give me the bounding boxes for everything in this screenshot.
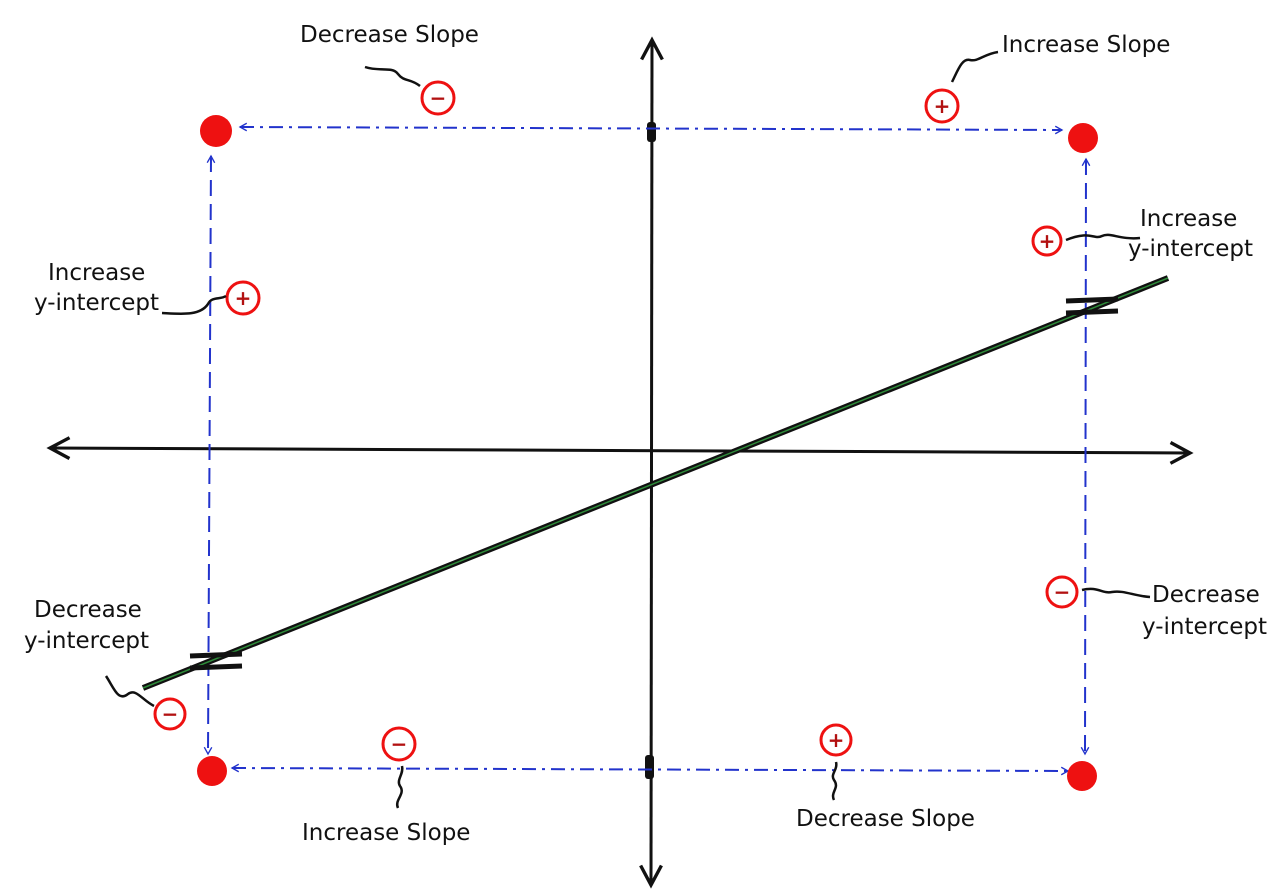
right-decrease-intercept-button[interactable]: −: [1045, 575, 1079, 609]
left-decrease-intercept-button[interactable]: −: [153, 697, 187, 731]
bottom-right-slope-label: Decrease Slope: [796, 806, 975, 832]
right-intercept-handle[interactable]: [1065, 296, 1119, 316]
top-left-decrease-slope-button[interactable]: −: [420, 80, 456, 116]
left-increase-intercept-button[interactable]: +: [225, 280, 261, 316]
top-guide: [238, 122, 1064, 135]
pointer-squiggle: [831, 761, 838, 801]
pointer-squiggle: [1081, 587, 1151, 599]
bottom-right-handle[interactable]: [1067, 761, 1097, 791]
sign-label: +: [934, 94, 951, 118]
bottom-left-handle[interactable]: [197, 756, 227, 786]
sign-label: −: [430, 86, 447, 110]
x-axis: [46, 436, 1194, 465]
sign-label: +: [235, 286, 252, 310]
pointer-squiggle: [395, 765, 404, 809]
right-increase-intercept-button[interactable]: +: [1031, 225, 1063, 257]
right-guide: [1080, 157, 1091, 756]
sign-label: −: [162, 702, 179, 726]
sign-label: +: [828, 728, 845, 752]
right-intercept-label-line2: y-intercept: [1128, 236, 1253, 262]
bottom-guide: [230, 763, 1070, 776]
pointer-squiggle: [104, 675, 155, 708]
bottom-right-intercept-label-line2: y-intercept: [1142, 614, 1267, 640]
bottom-left-intercept-label-line2: y-intercept: [24, 628, 149, 654]
top-right-handle[interactable]: [1068, 123, 1098, 153]
left-intercept-label-line1: Increase: [48, 260, 145, 286]
bottom-left-intercept-label-line1: Decrease: [34, 597, 142, 623]
bottom-left-increase-slope-button[interactable]: −: [381, 726, 417, 762]
bottom-right-intercept-label-line1: Decrease: [1152, 582, 1260, 608]
bottom-left-slope-label: Increase Slope: [302, 820, 470, 846]
pointer-squiggle: [161, 294, 227, 316]
top-right-increase-slope-button[interactable]: +: [924, 88, 960, 124]
pointer-squiggle: [1065, 233, 1141, 242]
bottom-right-decrease-slope-button[interactable]: +: [819, 723, 853, 757]
pointer-squiggle: [364, 65, 421, 88]
left-intercept-label-line2: y-intercept: [34, 290, 159, 316]
sign-label: +: [1039, 229, 1056, 253]
top-left-slope-label: Decrease Slope: [300, 22, 479, 48]
sign-label: −: [1054, 580, 1071, 604]
y-axis-bottom-tick: [645, 755, 654, 779]
left-intercept-handle[interactable]: [189, 651, 243, 671]
linear-function-line-highlight: [142, 277, 1169, 689]
sign-label: −: [391, 732, 408, 756]
pointer-squiggle: [950, 50, 999, 83]
y-axis: [639, 36, 664, 889]
left-guide: [203, 154, 216, 756]
top-right-slope-label: Increase Slope: [1002, 32, 1170, 58]
y-axis-top-tick: [647, 122, 656, 142]
right-intercept-label-line1: Increase: [1140, 206, 1237, 232]
top-left-handle[interactable]: [200, 115, 232, 147]
